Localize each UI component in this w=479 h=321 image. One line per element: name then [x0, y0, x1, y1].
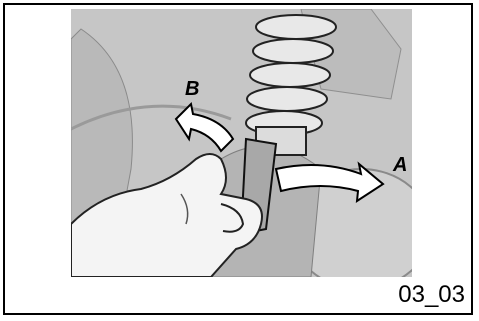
- shock-adjuster-illustration: B A: [71, 9, 412, 277]
- label-a: A: [392, 154, 407, 176]
- figure-frame: B A 03_03: [3, 3, 473, 315]
- figure-reference: 03_03: [398, 281, 465, 309]
- label-b: B: [185, 78, 199, 100]
